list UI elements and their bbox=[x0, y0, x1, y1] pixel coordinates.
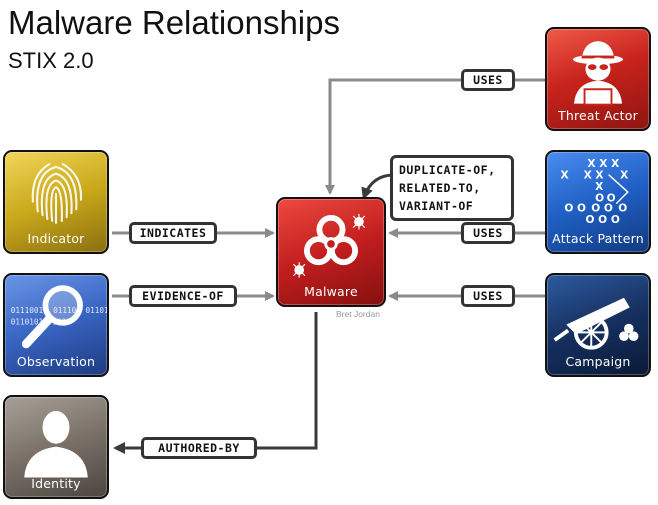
relationship-uses-threat-actor: USES bbox=[461, 69, 515, 91]
indicator-node[interactable]: Indicator bbox=[3, 150, 109, 254]
cannon-icon bbox=[553, 297, 639, 350]
relationship-self-reference: DUPLICATE-OF, RELATED-TO, VARIANT-OF bbox=[390, 155, 514, 221]
svg-text:O: O bbox=[607, 193, 616, 205]
svg-text:X X X: X X X bbox=[587, 158, 619, 170]
attack-pattern-label: Attack Pattern bbox=[552, 231, 644, 246]
relationship-indicates: INDICATES bbox=[129, 222, 217, 244]
observation-bits-1: 01110010 bbox=[11, 306, 48, 315]
svg-text:O: O bbox=[618, 202, 627, 214]
self-ref-duplicate-of: DUPLICATE-OF, bbox=[399, 163, 496, 177]
magnifier-icon: 01110010 01101010 1000 011100 0110100 bbox=[11, 285, 107, 349]
relationship-authored-by: AUTHORED-BY bbox=[141, 437, 257, 459]
play-diagram-icon: X X X X X X X X O O O O O O O O O O bbox=[560, 158, 629, 226]
biohazard-icon bbox=[293, 214, 366, 278]
edge-authored-by bbox=[113, 312, 318, 454]
author-credit: Bret Jordan bbox=[336, 309, 380, 319]
diagram-subtitle: STIX 2.0 bbox=[8, 48, 94, 73]
svg-text:X X: X X bbox=[584, 170, 604, 182]
svg-text:O O: O O bbox=[591, 202, 613, 214]
identity-node[interactable]: Identity bbox=[3, 395, 109, 499]
person-silhouette-icon bbox=[24, 411, 88, 478]
campaign-node[interactable]: Campaign bbox=[545, 273, 651, 377]
relationship-uses-campaign: USES bbox=[461, 285, 515, 307]
observation-label: Observation bbox=[16, 354, 96, 369]
relationship-evidence-of: EVIDENCE-OF bbox=[129, 285, 237, 307]
fingerprint-icon bbox=[31, 163, 83, 224]
hacker-icon bbox=[572, 41, 624, 106]
svg-text:X: X bbox=[560, 170, 568, 182]
svg-text:O O: O O bbox=[564, 202, 586, 214]
attack-pattern-node[interactable]: X X X X X X X X O O O O O O O O O O Atta… bbox=[545, 150, 651, 254]
threat-actor-node[interactable]: Threat Actor bbox=[545, 27, 651, 131]
diagram-title: Malware Relationships bbox=[8, 4, 340, 41]
self-ref-related-to: RELATED-TO, bbox=[399, 181, 481, 195]
svg-text:O: O bbox=[595, 193, 604, 205]
relationship-uses-attack-pattern: USES bbox=[461, 222, 515, 244]
malware-node[interactable]: Malware bbox=[276, 197, 386, 307]
observation-node[interactable]: 01110010 01101010 1000 011100 0110100 Ob… bbox=[3, 273, 109, 377]
campaign-label: Campaign bbox=[565, 354, 631, 369]
indicator-label: Indicator bbox=[27, 231, 85, 246]
self-ref-variant-of: VARIANT-OF bbox=[399, 199, 474, 213]
identity-label: Identity bbox=[31, 476, 81, 491]
svg-text:O O O: O O O bbox=[585, 214, 619, 226]
malware-label: Malware bbox=[304, 284, 358, 299]
svg-text:X: X bbox=[595, 181, 603, 193]
svg-text:X: X bbox=[620, 170, 628, 182]
threat-actor-label: Threat Actor bbox=[558, 108, 638, 123]
